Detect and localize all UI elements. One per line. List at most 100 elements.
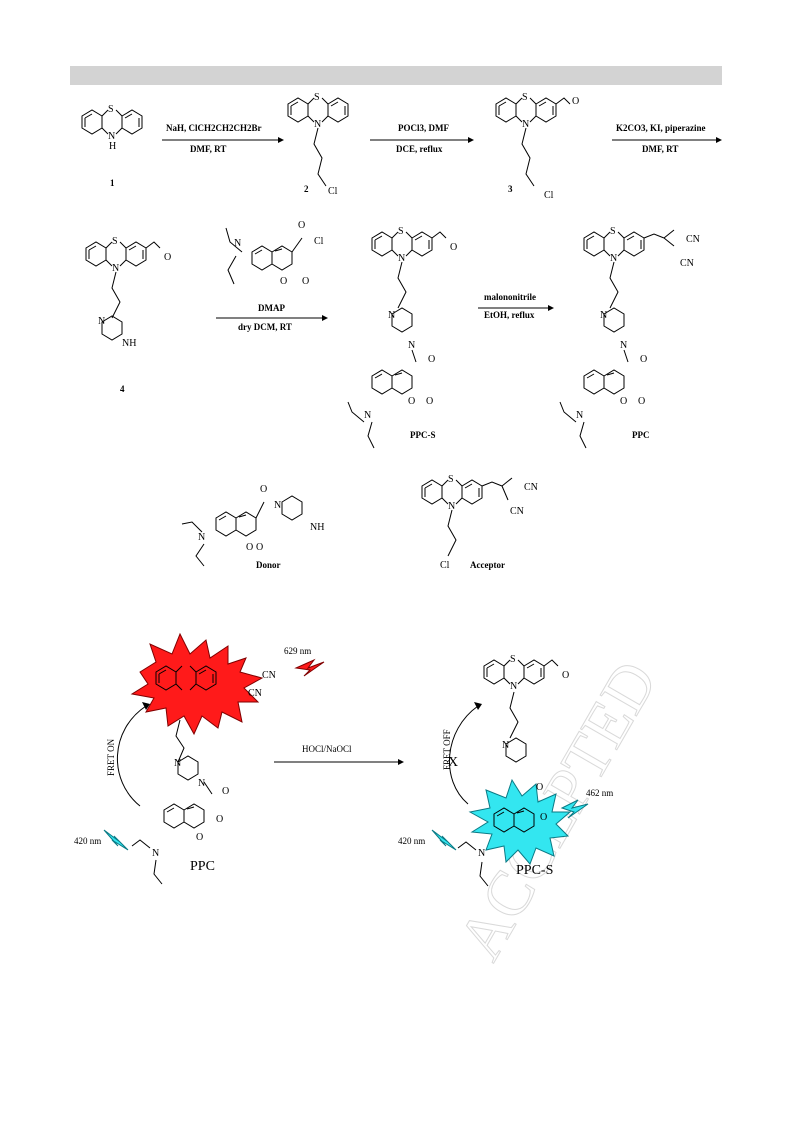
svg-text:O: O [540,812,547,823]
svg-text:O: O [256,542,263,553]
header-bar [70,66,722,85]
svg-text:N: N [510,681,517,692]
svg-text:Cl: Cl [544,190,554,201]
svg-text:O: O [572,96,579,107]
svg-text:N: N [198,778,205,789]
svg-text:CN: CN [262,670,276,681]
compound-4-label: 4 [120,384,125,394]
fret-on-label: FRET ON [106,738,116,776]
fret-on-curved-arrow [117,705,147,807]
emission-629-arrow-icon [294,658,325,677]
emission-462-label: 462 nm [586,788,613,798]
compound-3-structure: S N O Cl [495,92,579,201]
svg-text:N: N [610,253,617,264]
coumarin-acyl-chloride-structure: N O Cl O O [225,220,324,287]
svg-text:O: O [620,396,627,407]
emission-462-arrow-icon [560,799,589,819]
compound-1-structure: S N H [81,104,143,152]
svg-text:S: S [610,226,616,237]
step1-reagents: NaH, ClCH2CH2CH2Br [166,123,262,133]
donor-label: Donor [256,560,281,570]
svg-text:Cl: Cl [328,186,338,197]
step3-conditions: DMF, RT [642,144,678,154]
svg-text:O: O [640,354,647,365]
step1-conditions: DMF, RT [190,144,226,154]
excitation-right-label: 420 nm [398,836,425,846]
svg-text:S: S [510,654,516,665]
ppcs-mech-label: PPC-S [516,863,553,878]
svg-text:O: O [246,542,253,553]
svg-text:S: S [448,474,454,485]
svg-text:CN: CN [248,688,262,699]
svg-text:Cl: Cl [314,236,324,247]
svg-text:O: O [216,814,223,825]
svg-text:N: N [112,263,119,274]
svg-text:N: N [108,131,115,142]
svg-text:N: N [234,238,241,249]
svg-text:S: S [108,104,114,115]
svg-text:N: N [152,848,159,859]
step2-conditions: DCE, reflux [396,144,443,154]
svg-text:N: N [502,740,509,751]
svg-text:N: N [522,119,529,130]
svg-text:O: O [164,252,171,263]
svg-text:N: N [314,119,321,130]
svg-text:N: N [408,340,415,351]
svg-text:N: N [600,310,607,321]
svg-text:O: O [450,242,457,253]
svg-text:H: H [109,141,116,152]
svg-text:S: S [522,92,528,103]
svg-text:O: O [280,276,287,287]
svg-text:O: O [222,786,229,797]
svg-text:N: N [198,532,205,543]
svg-text:O: O [302,276,309,287]
excitation-right-icon [431,829,457,851]
ppc-structure: S N CN CN N N O O O N [559,226,700,449]
compound-2-label: 2 [304,184,309,194]
svg-text:N: N [398,253,405,264]
donor-structure: N O N NH O O [181,484,324,567]
svg-text:NH: NH [122,338,136,349]
svg-text:N: N [448,501,455,512]
svg-text:CN: CN [510,506,524,517]
fret-blocked-mark: X [448,755,458,770]
svg-text:N: N [620,340,627,351]
excitation-left-label: 420 nm [74,836,101,846]
svg-text:CN: CN [680,258,694,269]
step5-conditions: EtOH, reflux [484,310,535,320]
svg-text:N: N [576,410,583,421]
svg-text:N: N [98,316,105,327]
step3-reagents: K2CO3, KI, piperazine [616,123,706,133]
svg-text:N: N [388,310,395,321]
fret-off-curved-arrow [449,705,479,805]
svg-text:O: O [638,396,645,407]
excitation-left-icon [103,829,129,851]
svg-text:O: O [196,832,203,843]
ppcs-structure: S N O N N O O O N [347,226,457,449]
svg-text:O: O [428,354,435,365]
svg-text:NH: NH [310,522,324,533]
compound-3-label: 3 [508,184,513,194]
svg-text:Cl: Cl [440,560,450,571]
svg-text:N: N [274,500,281,511]
svg-text:O: O [536,782,543,793]
acceptor-label: Acceptor [470,560,505,570]
ppc-label: PPC [632,430,650,440]
svg-text:O: O [408,396,415,407]
svg-text:S: S [398,226,404,237]
red-emission-burst [130,632,264,736]
cyan-emission-burst [468,778,572,865]
emission-629-label: 629 nm [284,646,311,656]
fret-off-label: FRET OFF [442,729,452,770]
compound-2-structure: S N Cl [287,92,349,197]
step4-conditions: dry DCM, RT [238,322,292,332]
step2-reagents: POCl3, DMF [398,123,449,133]
svg-text:N: N [478,848,485,859]
svg-text:S: S [314,92,320,103]
svg-text:O: O [426,396,433,407]
compound-4-structure: S N O N NH [85,236,171,349]
step4-reagents: DMAP [258,303,285,313]
svg-text:O: O [260,484,267,495]
step5-reagents: malononitrile [484,292,536,302]
svg-text:O: O [562,670,569,681]
